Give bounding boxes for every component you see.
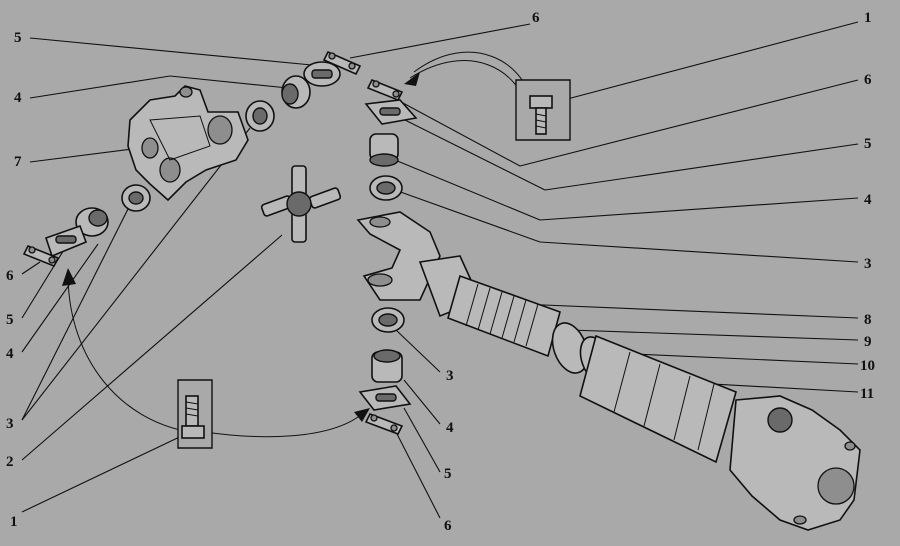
lock-plate-right: [366, 78, 404, 102]
seal-ring-top: [245, 100, 275, 132]
bearing-cup-left: [75, 207, 109, 237]
label-6-right: 6: [864, 72, 872, 88]
label-7: 7: [14, 154, 22, 170]
cover-bottom: [358, 385, 412, 411]
label-2: 2: [6, 454, 14, 470]
bearing-cup-bottom: [371, 349, 403, 383]
bearing-cup-top: [281, 75, 311, 109]
spline-rings: [465, 283, 539, 347]
drive-shaft: [356, 211, 861, 531]
cross-spider: [260, 165, 342, 243]
bolt-box-bottom: [177, 379, 213, 449]
label-5-top-left: 5: [14, 30, 22, 46]
cover-top: [303, 61, 341, 87]
cover-left: [44, 224, 88, 258]
flange-yoke: [127, 85, 249, 202]
cover-right: [364, 99, 418, 125]
label-3-left: 3: [6, 416, 14, 432]
label-5-right: 5: [864, 136, 872, 152]
lock-plate-left: [22, 244, 60, 268]
seal-ring-left: [121, 184, 151, 212]
tube-bands: [613, 351, 715, 451]
label-11: 11: [860, 386, 874, 402]
label-6-left: 6: [6, 268, 14, 284]
seal-ring-bottom: [371, 307, 405, 333]
arrow-top-right: [404, 51, 535, 113]
label-3-right: 3: [864, 256, 872, 272]
arrow-bottom-left: [62, 268, 370, 438]
label-4-center: 4: [446, 420, 454, 436]
lock-plate-top: [322, 50, 362, 76]
label-1-bottom-left: 1: [10, 514, 18, 530]
label-4-left: 4: [6, 346, 14, 362]
label-10: 10: [860, 358, 875, 374]
label-6-top: 6: [532, 10, 540, 26]
label-5-left: 5: [6, 312, 14, 328]
label-3-center: 3: [446, 368, 454, 384]
label-6-bottom: 6: [444, 518, 452, 534]
label-9: 9: [864, 334, 872, 350]
bolt-box-top: [515, 79, 571, 141]
label-8: 8: [864, 312, 872, 328]
leader-lines: [21, 21, 859, 519]
bearing-cup-right: [369, 133, 399, 167]
label-4-right: 4: [864, 192, 872, 208]
label-1-top-right: 1: [864, 10, 872, 26]
label-4-top-left: 4: [14, 90, 22, 106]
lock-plate-bottom: [364, 412, 404, 436]
label-5-center: 5: [444, 466, 452, 482]
callout-labels: 6 1 5 4 7 6 5 4 3 8 9 10 11 6 5 4 3 2 1 …: [6, 10, 875, 534]
seal-ring-right: [369, 175, 403, 201]
